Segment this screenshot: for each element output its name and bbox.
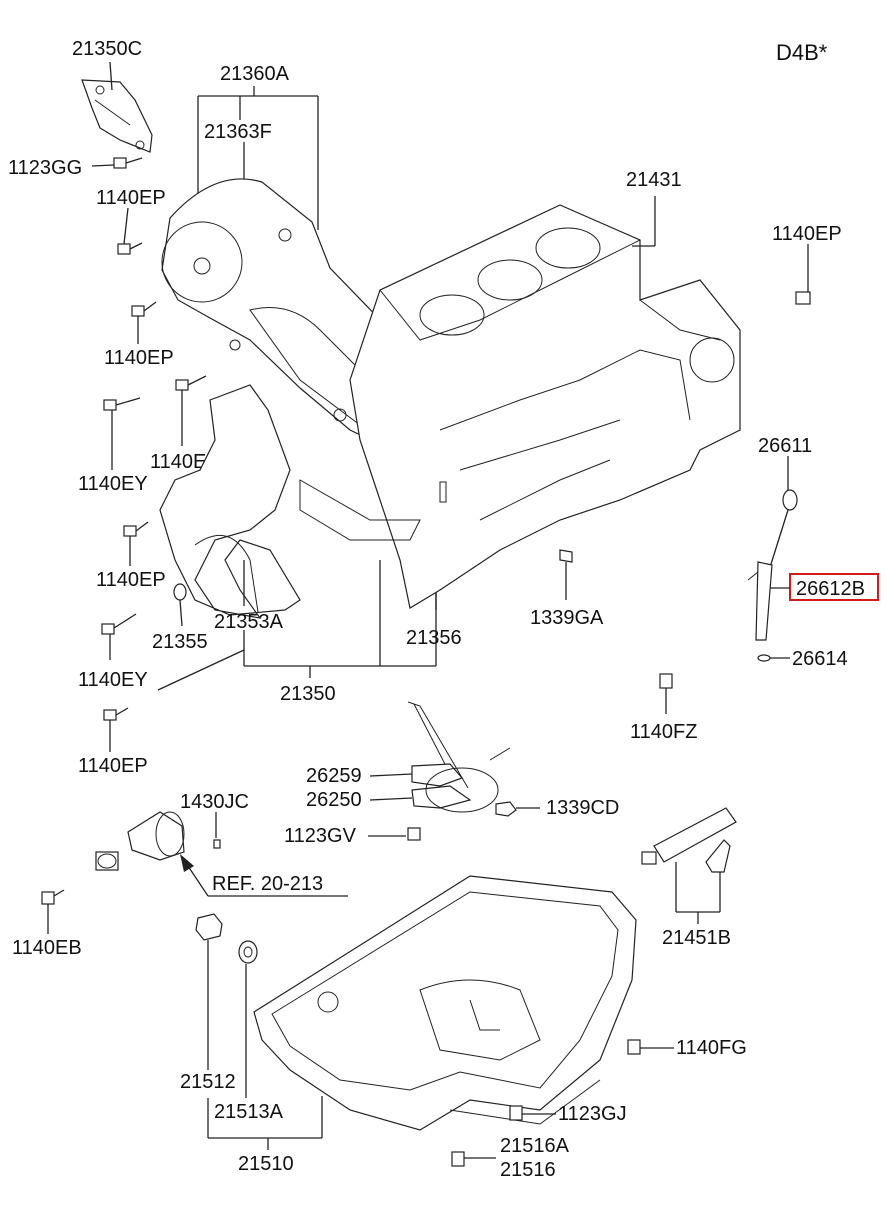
bolt-1123GV-drawing[interactable] <box>407 827 421 841</box>
label-1140EY-a: 1140EY <box>78 473 148 495</box>
label-26614: 26614 <box>792 648 848 670</box>
label-26612B[interactable]: 26612B <box>796 578 865 600</box>
label-21516A: 21516A <box>500 1135 570 1157</box>
engine-code-title: D4B* <box>776 40 828 65</box>
bolt-1140EY-a-drawing[interactable] <box>103 397 141 411</box>
bolt-1140EB-drawing[interactable] <box>41 889 65 905</box>
label-21363F: 21363F <box>204 121 272 143</box>
label-26259: 26259 <box>306 765 362 787</box>
label-1123GG: 1123GG <box>8 157 82 179</box>
reference-arrow <box>180 854 348 897</box>
bolt-1140EZ-drawing[interactable] <box>175 375 207 391</box>
label-26250: 26250 <box>306 789 362 811</box>
oil-dipstick-drawing[interactable] <box>747 489 798 662</box>
label-1339GA: 1339GA <box>530 607 604 629</box>
bolt-1140EY-b-drawing[interactable] <box>101 613 137 635</box>
bolt-21516-drawing[interactable] <box>451 1151 465 1167</box>
drain-gasket-drawing[interactable] <box>238 940 258 964</box>
nut-1339GA-drawing[interactable] <box>559 549 573 563</box>
label-1123GJ: 1123GJ <box>558 1103 627 1125</box>
highlight-box-26612B <box>789 573 879 601</box>
bolt-1140EP-b-drawing[interactable] <box>131 301 157 317</box>
label-1123GV: 1123GV <box>284 825 357 847</box>
timing-cover-bracket-drawing[interactable] <box>81 79 153 153</box>
label-1339CD: 1339CD <box>546 797 619 819</box>
lower-timing-cover-drawing[interactable] <box>159 384 301 619</box>
label-21431: 21431 <box>626 169 682 191</box>
label-21350: 21350 <box>280 683 336 705</box>
label-1140EP-a: 1140EP <box>96 187 166 209</box>
label-21353A: 21353A <box>214 611 284 633</box>
oil-pan-drawing[interactable] <box>253 875 637 1131</box>
label-21512: 21512 <box>180 1071 236 1093</box>
label-21451B: 21451B <box>662 927 731 949</box>
bolt-1140EP-d-drawing[interactable] <box>103 707 129 721</box>
drain-plug-drawing[interactable] <box>195 913 223 941</box>
label-1140EY-b: 1140EY <box>78 669 148 691</box>
bolt-1140FZ-drawing[interactable] <box>659 673 673 689</box>
bolt-1123GJ-drawing[interactable] <box>509 1105 523 1121</box>
bolt-1140EP-a-drawing[interactable] <box>117 242 143 255</box>
oil-strainer-drawing[interactable] <box>407 701 511 813</box>
label-1140FG: 1140FG <box>676 1037 747 1059</box>
oil-pump-gear-drawing[interactable] <box>95 811 221 871</box>
washer-21355-drawing[interactable] <box>173 583 187 601</box>
label-21516: 21516 <box>500 1159 556 1181</box>
label-26611: 26611 <box>758 435 812 457</box>
label-21355: 21355 <box>152 631 208 653</box>
nut-1339CD-drawing[interactable] <box>495 801 517 817</box>
label-1140EP-c: 1140EP <box>96 569 166 591</box>
label-21510: 21510 <box>238 1153 294 1175</box>
bolt-1140EP-e-drawing[interactable] <box>795 268 811 305</box>
label-21350C: 21350C <box>72 38 142 60</box>
cylinder-block-drawing[interactable] <box>299 204 741 609</box>
label-21360A: 21360A <box>220 63 290 85</box>
label-ref-20-213[interactable]: REF. 20-213 <box>212 873 323 895</box>
label-1140FZ: 1140FZ <box>630 721 697 743</box>
label-1140EP-d: 1140EP <box>78 755 148 777</box>
sealant-tube-drawing[interactable] <box>641 807 737 873</box>
label-1430JC: 1430JC <box>180 791 249 813</box>
label-1140EB: 1140EB <box>12 937 82 959</box>
label-1140EP-b: 1140EP <box>104 347 174 369</box>
label-1140EP-e: 1140EP <box>772 223 842 245</box>
bolt-1140EP-c-drawing[interactable] <box>123 521 149 537</box>
label-21356: 21356 <box>406 627 462 649</box>
label-21513A: 21513A <box>214 1101 284 1123</box>
bolt-1123GG-drawing[interactable] <box>113 157 143 169</box>
bolt-1140FG-drawing[interactable] <box>627 1039 641 1055</box>
